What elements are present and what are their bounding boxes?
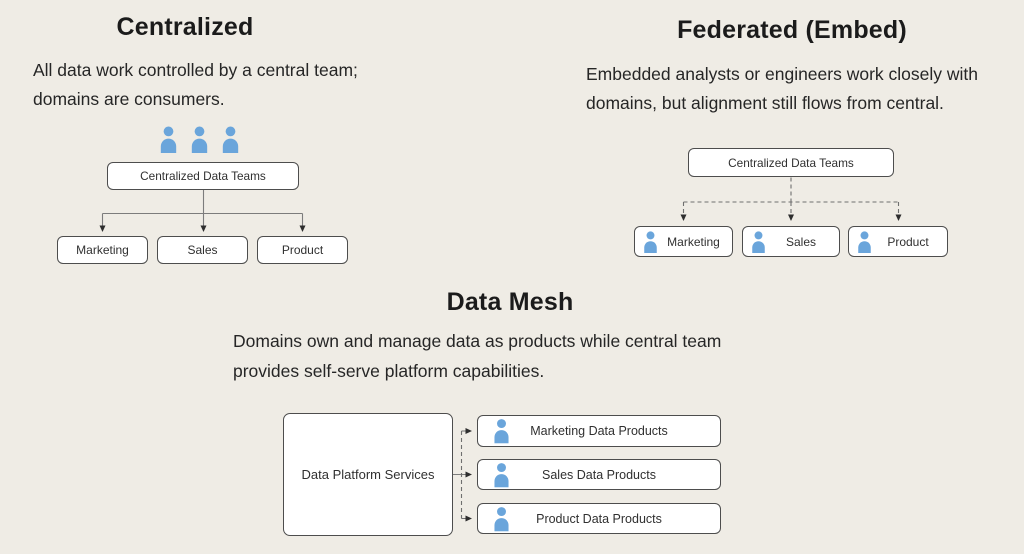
person-icon bbox=[642, 231, 659, 253]
description-line: provides self-serve platform capabilitie… bbox=[233, 361, 545, 381]
centralized-connectors bbox=[99, 190, 306, 232]
box-label: Product bbox=[281, 243, 324, 257]
description-line: All data work controlled by a central te… bbox=[33, 60, 358, 80]
data-mesh-connectors bbox=[453, 428, 472, 522]
person-icon bbox=[158, 126, 179, 153]
person-icon bbox=[492, 419, 511, 444]
description-line: Embedded analysts or engineers work clos… bbox=[586, 64, 978, 84]
person-icon bbox=[189, 126, 210, 153]
data-platform-services-box: Data Platform Services bbox=[283, 413, 453, 536]
federated-child-product: Product bbox=[848, 226, 948, 257]
description-line: Domains own and manage data as products … bbox=[233, 331, 722, 351]
data-mesh-description: Domains own and manage data as products … bbox=[233, 326, 721, 386]
mesh-child-sales-data-products: Sales Data Products bbox=[477, 459, 721, 490]
federated-connectors bbox=[680, 177, 902, 221]
box-label: Centralized Data Teams bbox=[728, 155, 854, 170]
centralized-title: Centralized bbox=[116, 13, 254, 41]
central-team-people bbox=[158, 126, 241, 153]
centralized-parent-box: Centralized Data Teams bbox=[107, 162, 299, 190]
box-label: Marketing Data Products bbox=[530, 424, 668, 438]
box-label: Product Data Products bbox=[536, 511, 662, 526]
person-icon bbox=[492, 462, 511, 487]
box-label: Sales bbox=[187, 243, 218, 257]
description-line: domains, but alignment still flows from … bbox=[586, 93, 944, 113]
centralized-description: All data work controlled by a central te… bbox=[33, 56, 358, 114]
box-label: Product bbox=[887, 234, 929, 249]
mesh-child-product-data-products: Product Data Products bbox=[477, 503, 721, 534]
person-icon bbox=[220, 126, 241, 153]
centralized-child-marketing: Marketing bbox=[57, 236, 148, 264]
centralized-child-product: Product bbox=[257, 236, 348, 264]
mesh-child-marketing-data-products: Marketing Data Products bbox=[477, 415, 721, 447]
centralized-child-sales: Sales bbox=[157, 236, 248, 264]
box-label: Sales Data Products bbox=[542, 467, 656, 482]
person-icon bbox=[856, 231, 873, 253]
box-label: Data Platform Services bbox=[301, 467, 435, 482]
box-label: Centralized Data Teams bbox=[140, 169, 266, 183]
person-icon bbox=[492, 506, 511, 531]
federated-parent-box: Centralized Data Teams bbox=[688, 148, 894, 177]
description-line: domains are consumers. bbox=[33, 89, 225, 109]
box-label: Marketing bbox=[667, 234, 720, 249]
data-mesh-title: Data Mesh bbox=[446, 288, 574, 316]
federated-child-marketing: Marketing bbox=[634, 226, 733, 257]
federated-child-sales: Sales bbox=[742, 226, 840, 257]
federated-title: Federated (Embed) bbox=[677, 16, 907, 44]
box-label: Sales bbox=[785, 234, 817, 249]
box-label: Marketing bbox=[76, 243, 129, 257]
federated-description: Embedded analysts or engineers work clos… bbox=[586, 60, 978, 118]
person-icon bbox=[750, 231, 767, 253]
